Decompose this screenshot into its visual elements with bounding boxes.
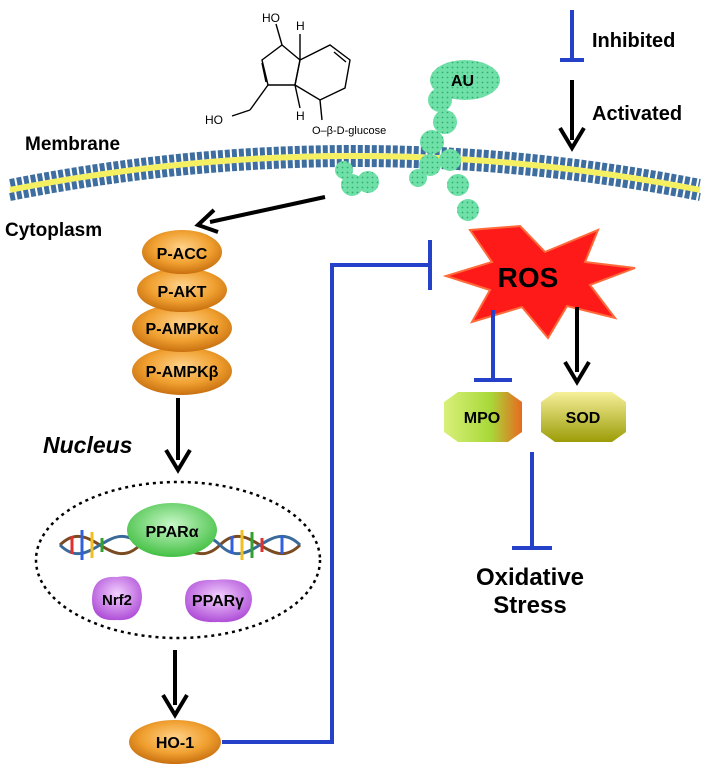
- activate-legend-arrowhead: [558, 126, 586, 152]
- h-bond-bottom: [294, 84, 301, 109]
- sod-label: SOD: [566, 410, 601, 427]
- ho1-inhibit-ros-line: [222, 263, 430, 744]
- kinase-pampka: [132, 304, 232, 352]
- kinase-label-pampka: P-AMPKα: [146, 321, 219, 338]
- legend-activated: Activated: [592, 103, 682, 125]
- oh-bond-top: [275, 23, 283, 46]
- membrane-inner-heads: [9, 159, 701, 201]
- mol-h-top: H: [296, 19, 305, 33]
- mol-glucose: O–β-D-glucose: [312, 125, 386, 137]
- kinase-stack: [132, 230, 232, 395]
- au-head: [430, 60, 500, 100]
- nucleus-boundary: [34, 480, 322, 640]
- legend-inhibited: Inhibited: [592, 30, 675, 52]
- ho1-blob: [129, 720, 221, 764]
- ch2oh-bond: [231, 109, 251, 117]
- membrane-outer-heads: [9, 145, 701, 187]
- pyran-double-bond: [333, 51, 347, 63]
- au-to-kinase-arrow: [209, 195, 326, 224]
- ho1-label: HO-1: [156, 735, 194, 752]
- pyran-ring: [294, 44, 351, 101]
- oxidative-stress-line1: Oxidative: [476, 564, 584, 591]
- nucleus-label: Nucleus: [43, 432, 132, 458]
- kinase-label-pacc: P-ACC: [157, 246, 208, 263]
- nrf2-blob: [92, 576, 142, 621]
- nucleus-to-ho1-arrowhead: [161, 693, 189, 719]
- kinase-pacc: [142, 230, 222, 274]
- nrf2-label: Nrf2: [102, 592, 132, 609]
- glucose-bond: [319, 99, 323, 121]
- ch2-bond: [249, 84, 269, 111]
- pparg-blob: [185, 579, 252, 623]
- ros-label: ROS: [498, 262, 559, 293]
- mol-h-bottom: H: [296, 109, 305, 123]
- membrane-core: [9, 153, 701, 193]
- kinase-to-nucleus-arrowhead: [164, 448, 192, 474]
- aucubin-structure: [231, 23, 351, 121]
- cytoplasm-label: Cytoplasm: [5, 220, 102, 241]
- kinase-label-pakt: P-AKT: [158, 284, 207, 301]
- ppara-blob: [127, 503, 217, 557]
- membrane-label: Membrane: [25, 134, 120, 155]
- mol-ho-left: HO: [205, 113, 223, 127]
- sod-octagon: [541, 392, 626, 442]
- kinase-pakt: [137, 268, 227, 312]
- au-to-kinase-arrowhead: [194, 208, 219, 234]
- oxidative-stress-line2: Stress: [493, 592, 566, 619]
- mpo-label: MPO: [464, 410, 500, 427]
- pparg-label: PPARγ: [192, 593, 244, 610]
- mpo-octagon: [444, 392, 522, 442]
- double-bond: [261, 62, 267, 83]
- au-compound: [335, 60, 500, 221]
- au-label: AU: [451, 73, 474, 90]
- cyclopentene-ring: [261, 44, 301, 86]
- kinase-label-pampkb: P-AMPKβ: [146, 364, 219, 381]
- legend: Inhibited Activated: [558, 10, 682, 152]
- membrane-bilayer: [9, 145, 701, 201]
- kinase-pampkb: [132, 347, 232, 395]
- ros-activate-sod-arrowhead: [563, 360, 591, 386]
- ppara-label: PPARα: [145, 524, 198, 541]
- mol-ho-top: HO: [262, 11, 280, 25]
